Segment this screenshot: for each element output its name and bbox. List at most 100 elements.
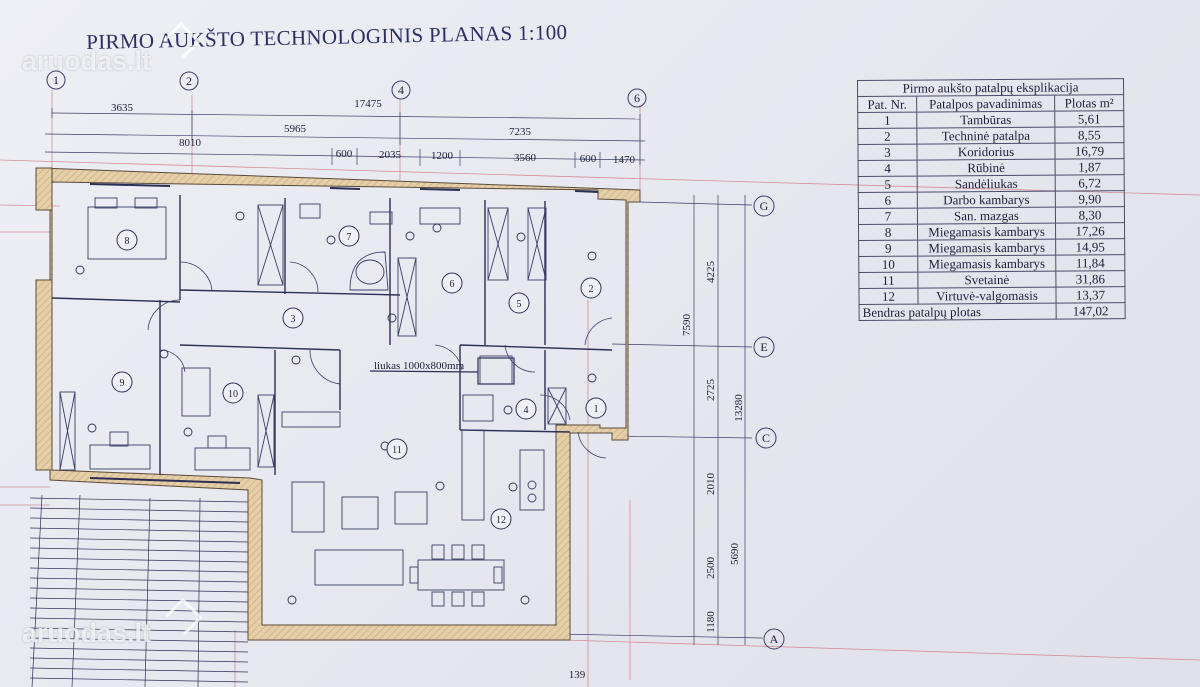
legend-total-value: 147,02: [1056, 302, 1126, 320]
legend-cell-name: Miegamasis kambarys: [917, 223, 1056, 241]
legend-cell-nr: 7: [858, 208, 918, 225]
axis-label-1: 1: [53, 73, 59, 87]
legend-header-nr: Pat. Nr.: [857, 96, 917, 113]
dim-139: 139: [569, 669, 586, 681]
legend-cell-name: Miegamasis kambarys: [917, 255, 1056, 273]
legend-cell-name: Svetainė: [917, 271, 1056, 289]
dim-1200: 1200: [431, 150, 454, 162]
legend-cell-name: Miegamasis kambarys: [917, 239, 1056, 257]
legend-cell-nr: 10: [858, 256, 918, 273]
room-number-6: 6: [450, 279, 455, 290]
top-dimension-lines: [44, 108, 646, 168]
hatch-label: liukas 1000x800mm: [374, 360, 465, 372]
legend-cell-nr: 2: [857, 128, 917, 145]
exterior-walls: [35, 167, 641, 641]
dim-3635: 3635: [111, 102, 134, 114]
room-number-10: 10: [228, 389, 238, 400]
dim-2725: 2725: [705, 379, 717, 402]
dim-13280: 13280: [733, 394, 745, 422]
legend-cell-area: 13,37: [1055, 286, 1126, 304]
legend-cell-area: 8,30: [1055, 206, 1125, 224]
legend-cell-name: Virtuvė-valgomasis: [917, 287, 1057, 305]
axis-label-6: 6: [634, 91, 640, 105]
legend-cell-area: 11,84: [1055, 254, 1125, 272]
dim-4225: 4225: [705, 261, 717, 284]
room-number-9: 9: [120, 378, 125, 389]
axis-label-g: G: [760, 199, 769, 213]
legend-cell-nr: 4: [858, 160, 918, 177]
room-legend-table: Pirmo aukšto patalpų eksplikacija Pat. N…: [857, 78, 1126, 321]
legend-caption: Pirmo aukšto patalpų eksplikacija: [857, 78, 1124, 97]
legend-cell-area: 31,86: [1055, 270, 1125, 288]
legend-cell-nr: 12: [858, 288, 919, 305]
axis-label-c: C: [762, 431, 770, 445]
room-markers: [111, 225, 607, 530]
watermark-top: aruodas.lt: [22, 46, 152, 76]
legend-cell-nr: 3: [857, 144, 918, 161]
legend-cell-nr: 1: [857, 112, 917, 129]
doors: [147, 261, 613, 459]
furniture: [59, 197, 567, 607]
dim-8010: 8010: [179, 137, 202, 149]
dim-1180: 1180: [705, 611, 717, 633]
dim-2010: 2010: [705, 473, 717, 496]
dim-7235: 7235: [509, 126, 532, 138]
room-number-8: 8: [125, 236, 130, 247]
axis-label-e: E: [760, 340, 767, 354]
legend-cell-name: San. mazgas: [917, 207, 1056, 225]
dim-2500: 2500: [705, 557, 717, 580]
legend-cell-area: 17,26: [1055, 222, 1125, 240]
legend-cell-name: Darbo kambarys: [917, 191, 1056, 209]
dim-1470: 1470: [613, 154, 636, 166]
right-axis-lines: [554, 195, 764, 645]
legend-header-area: Plotas m²: [1054, 94, 1124, 112]
legend-cell-nr: 9: [858, 240, 918, 257]
dim-600a: 600: [336, 148, 353, 160]
top-axis-markers: [46, 70, 647, 108]
legend-cell-area: 14,95: [1055, 238, 1125, 256]
dim-17475: 17475: [354, 98, 382, 110]
legend-cell-area: 1,87: [1055, 158, 1125, 176]
legend-total-label: Bendras patalpų plotas: [859, 303, 1057, 321]
legend-cell-area: 5,61: [1054, 110, 1124, 128]
legend-cell-name: Tambūras: [916, 111, 1055, 129]
dim-5965: 5965: [284, 123, 307, 135]
axis-label-a: A: [770, 632, 779, 646]
legend-cell-nr: 5: [858, 176, 918, 193]
room-number-2: 2: [589, 284, 594, 295]
legend-cell-name: Koridorius: [916, 143, 1056, 161]
dim-7590: 7590: [681, 314, 693, 337]
dim-600b: 600: [580, 153, 597, 165]
legend-cell-area: 6,72: [1055, 174, 1125, 192]
room-number-1: 1: [594, 404, 599, 415]
legend-cell-area: 8,55: [1054, 126, 1124, 144]
construction-lines: [0, 90, 1200, 687]
legend-cell-name: Sandėliukas: [917, 175, 1056, 193]
ceiling-hatch: [369, 357, 515, 385]
room-number-4: 4: [524, 405, 529, 416]
axis-label-4: 4: [398, 83, 404, 97]
room-number-11: 11: [392, 445, 402, 456]
legend-cell-nr: 6: [858, 192, 918, 209]
room-number-7: 7: [347, 232, 352, 243]
right-axis-markers: [753, 195, 785, 650]
axis-label-2: 2: [186, 74, 192, 88]
dim-5690: 5690: [729, 543, 741, 566]
legend-cell-area: 16,79: [1054, 142, 1125, 160]
legend-cell-nr: 8: [858, 224, 918, 241]
dim-2035: 2035: [379, 149, 402, 161]
terrace-deck: [29, 494, 249, 687]
legend-header-name: Patalpos pavadinimas: [916, 95, 1055, 113]
